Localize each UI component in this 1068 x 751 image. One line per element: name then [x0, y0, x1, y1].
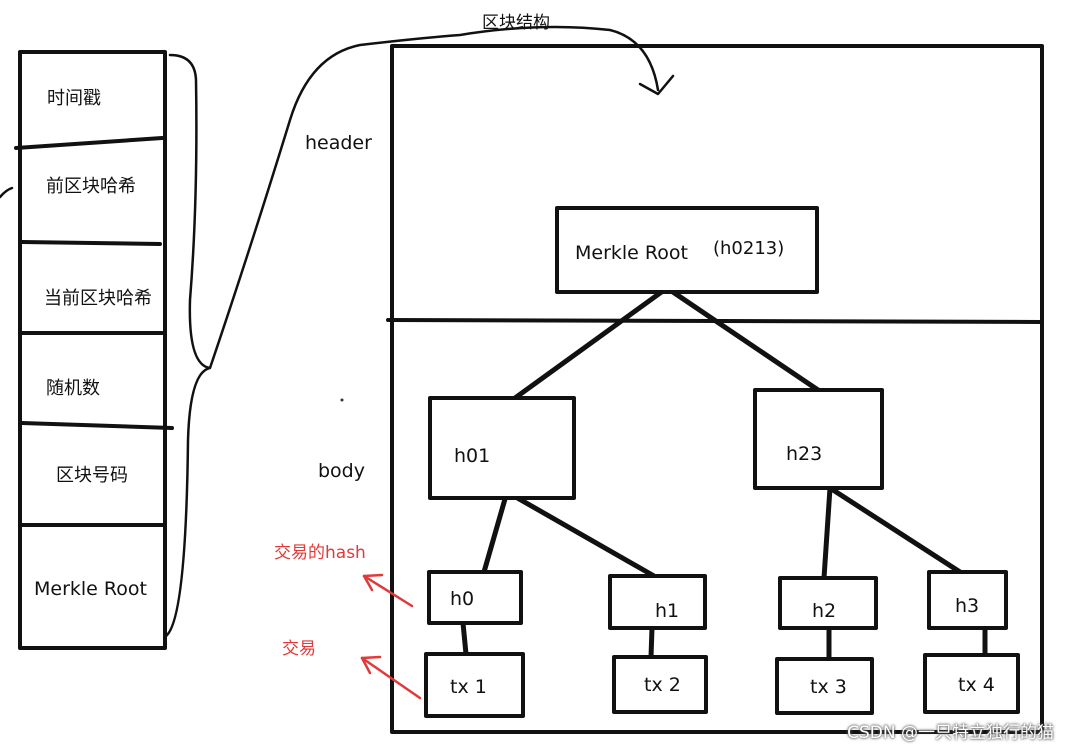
node-root-hash: (h0213): [713, 238, 785, 259]
node-tx4-box: [923, 653, 1020, 714]
node-h2-box: [778, 576, 878, 630]
section-header-label: header: [305, 132, 372, 154]
node-h2-label: h2: [812, 600, 837, 622]
node-h0-box: [427, 570, 523, 625]
stray-dot: [340, 398, 344, 402]
node-root-box: [555, 206, 819, 294]
annotation-tx: 交易: [282, 639, 316, 659]
node-h0-label: h0: [450, 588, 475, 610]
node-tx2-box: [612, 655, 708, 714]
merkle-nodes: [424, 206, 1020, 718]
node-root-label: Merkle Root: [575, 242, 688, 264]
edge-root-h01: [512, 285, 670, 401]
arrow-tx-hash: [362, 574, 414, 608]
node-tx4-label: tx 4: [958, 674, 995, 696]
field-divider: [20, 240, 162, 246]
node-h01-label: h01: [454, 445, 491, 467]
field-current-hash: 当前区块哈希: [44, 288, 152, 309]
node-tx3-box: [775, 657, 874, 715]
node-tx1-label: tx 1: [450, 676, 487, 698]
node-h23-label: h23: [786, 443, 823, 465]
field-nonce: 随机数: [46, 378, 100, 399]
field-merkle-root: Merkle Root: [34, 578, 147, 600]
edge-root-h23: [664, 285, 821, 393]
edge-h0-tx1: [460, 620, 469, 657]
watermark: CSDN @一只特立独行的猫: [847, 723, 1054, 743]
arrow-tx: [360, 656, 422, 700]
field-divider: [20, 421, 174, 430]
field-prev-hash: 前区块哈希: [46, 176, 136, 197]
block-fields-column: [14, 50, 174, 650]
diagram-title: 区块结构: [482, 13, 550, 33]
node-tx2-label: tx 2: [644, 674, 681, 696]
node-tx1-box: [424, 652, 525, 718]
edge-h23-h3: [827, 485, 963, 575]
node-tx3-label: tx 3: [810, 676, 847, 698]
arrowhead-tx: [360, 655, 382, 675]
node-h23-box: [753, 388, 884, 490]
edge-h01-h0: [481, 489, 510, 575]
node-h3-box: [927, 570, 1008, 630]
annotation-tx-hash: 交易的hash: [274, 543, 366, 563]
field-divider: [14, 136, 164, 150]
node-h3-label: h3: [955, 595, 980, 617]
edge-h01-h1: [504, 489, 657, 579]
edge-h23-h2: [821, 485, 833, 581]
annotation-arrows: [360, 573, 422, 700]
node-h1-label: h1: [655, 600, 680, 622]
field-block-number: 区块号码: [56, 465, 128, 486]
edge-h1-tx2: [648, 625, 655, 660]
hand-drawn-connector: [0, 25, 675, 638]
block-fields-outline: [18, 50, 167, 650]
section-body-label: body: [318, 460, 365, 482]
node-h1-box: [608, 574, 707, 630]
field-timestamp: 时间戳: [47, 88, 101, 109]
arrowhead-tx-hash: [362, 573, 384, 592]
node-h01-box: [428, 396, 576, 500]
merkle-edges: [460, 285, 988, 662]
block-outline: [390, 44, 1044, 734]
